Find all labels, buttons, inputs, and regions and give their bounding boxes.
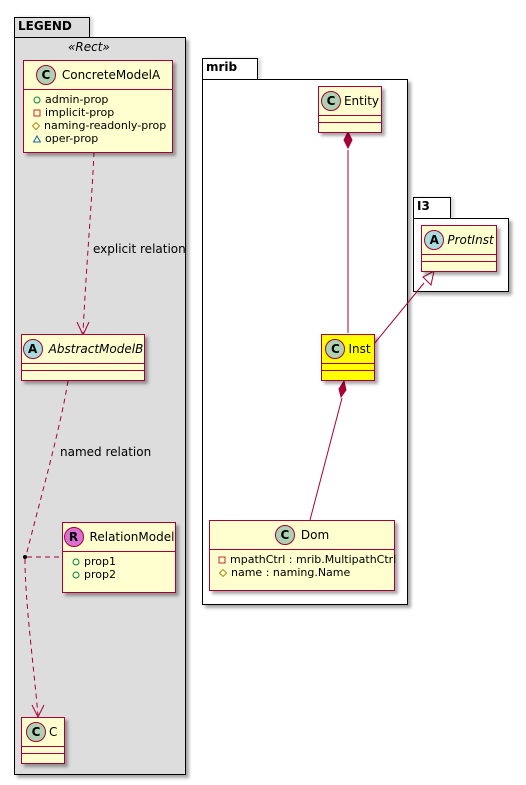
i3-package-tab: I3: [413, 197, 451, 219]
package-icon: [32, 134, 41, 143]
attribute-text: prop2: [84, 568, 116, 581]
generalization-arrowhead: [422, 270, 435, 287]
class-concrete-model-a[interactable]: C ConcreteModelA admin-prop implicit-pro…: [23, 60, 173, 153]
legend-package-title: LEGEND: [18, 19, 72, 33]
class-badge-icon: C: [26, 722, 46, 742]
entity-composition-diamond: [343, 130, 353, 150]
legend-package-tab: LEGEND: [14, 17, 90, 38]
class-c[interactable]: C C: [21, 717, 65, 764]
attribute-text: oper-prop: [45, 132, 99, 145]
class-badge-icon: C: [35, 65, 56, 85]
class-name: RelationModel: [89, 530, 175, 544]
class-name: C: [49, 725, 58, 739]
protected-icon: [218, 568, 227, 577]
named-relation-edge-to-c: [24, 558, 39, 716]
relation-badge-icon: R: [63, 527, 84, 547]
attribute-text: mpathCtrl : mrib.MultipathCtrl: [230, 553, 397, 566]
class-abstract-model-b[interactable]: A AbstractModelB: [21, 334, 145, 381]
class-name: Entity: [343, 94, 380, 108]
attribute-row: oper-prop: [32, 132, 166, 145]
class-relation-model[interactable]: R RelationModel prop1 prop2: [62, 522, 176, 593]
class-badge-icon: C: [274, 525, 295, 545]
inst-dom-edge: [309, 397, 343, 521]
class-name: ConcreteModelA: [61, 68, 161, 82]
class-inst[interactable]: C Inst: [321, 334, 375, 381]
class-dom[interactable]: C Dom mpathCtrl : mrib.MultipathCtrl nam…: [209, 520, 396, 591]
attribute-row: prop2: [71, 568, 169, 581]
private-icon: [32, 109, 41, 117]
private-icon: [218, 556, 226, 564]
attribute-text: name : naming.Name: [231, 566, 351, 579]
legend-package: [14, 37, 186, 775]
public-icon: [71, 558, 80, 566]
class-entity[interactable]: C Entity: [318, 86, 382, 133]
public-icon: [71, 571, 80, 579]
class-badge-icon: C: [325, 339, 346, 359]
class-name: ProtInst: [447, 233, 494, 247]
attribute-row: implicit-prop: [32, 106, 166, 119]
attribute-row: admin-prop: [32, 93, 166, 106]
abstract-badge-icon: A: [424, 230, 445, 250]
class-name: Dom: [300, 528, 330, 542]
attribute-row: mpathCtrl : mrib.MultipathCtrl: [218, 553, 396, 566]
explicit-relation-edge: [82, 151, 95, 334]
inst-composition-diamond: [338, 379, 347, 399]
named-relation-edge: [25, 380, 69, 557]
attribute-text: naming-readonly-prop: [44, 119, 167, 132]
public-icon: [32, 96, 41, 104]
class-badge-icon: C: [320, 91, 341, 111]
abstract-badge-icon: A: [22, 339, 43, 359]
association-point: [23, 555, 27, 559]
explicit-relation-label: explicit relation: [93, 242, 186, 256]
attribute-row: naming-readonly-prop: [32, 119, 166, 132]
attribute-list: admin-prop implicit-prop naming-readonly…: [24, 90, 172, 149]
attribute-list: mpathCtrl : mrib.MultipathCtrl name : na…: [210, 550, 396, 583]
attribute-text: prop1: [84, 555, 116, 568]
named-relation-arrowhead: [31, 704, 45, 719]
protected-icon: [32, 121, 40, 130]
attribute-row: prop1: [71, 555, 169, 568]
i3-package-title: I3: [417, 199, 430, 213]
class-name: Inst: [348, 342, 371, 356]
inst-protinst-edge: [373, 282, 425, 345]
attribute-text: admin-prop: [45, 93, 109, 106]
class-name: AbstractModelB: [48, 342, 144, 356]
attribute-text: implicit-prop: [45, 106, 115, 119]
named-relation-label: named relation: [60, 445, 152, 459]
mrib-package-tab: mrib: [202, 58, 258, 80]
attribute-row: name : naming.Name: [218, 566, 388, 579]
attribute-list: prop1 prop2: [63, 552, 175, 585]
legend-stereotype: «Rect»: [68, 40, 110, 54]
mrib-package-title: mrib: [206, 60, 238, 74]
class-prot-inst[interactable]: A ProtInst: [421, 225, 497, 272]
